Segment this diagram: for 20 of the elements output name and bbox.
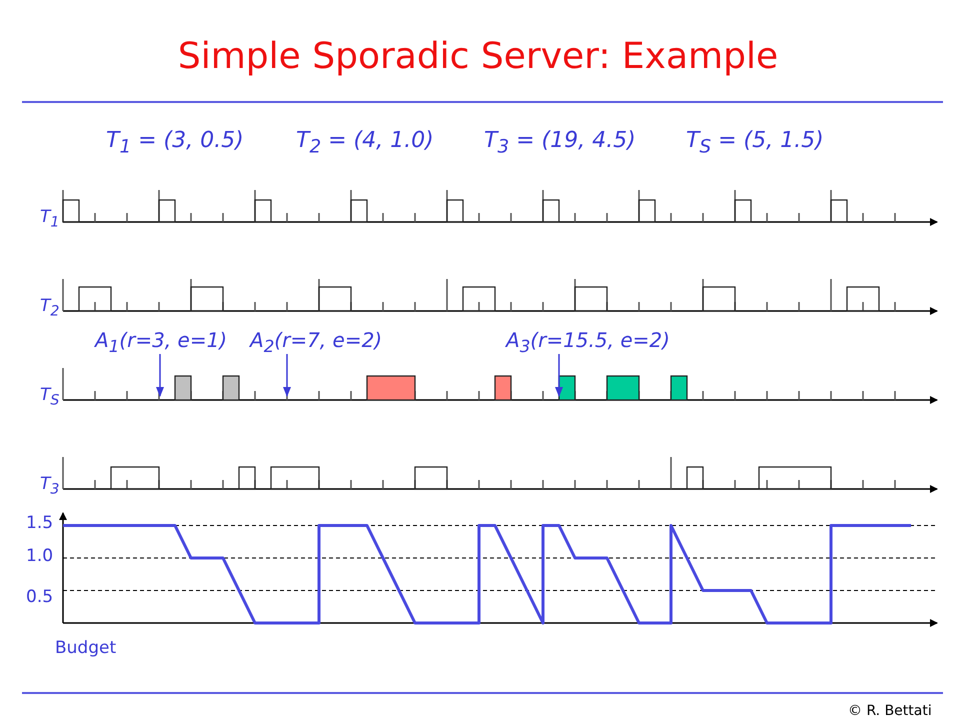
axis-tick-label: 1.0 [26, 546, 54, 566]
axis-title: Budget [55, 638, 116, 658]
row-label: T$_{2}$ [40, 296, 60, 320]
leader-arrow [283, 354, 291, 397]
leader-arrow [555, 354, 563, 397]
task-parameters: T$_{3}$ = (19, 4.5) [484, 128, 636, 158]
task-parameters: T$_{1}$ = (3, 0.5) [106, 128, 244, 158]
annotation-text: A$_{2}$(r=7, e=2) [250, 328, 382, 356]
row-label: T$_{S}$ [40, 385, 60, 408]
annotation-text: A$_{3}$(r=15.5, e=2) [506, 328, 670, 356]
copyright-note: © R. Bettati [848, 703, 932, 719]
annotation-text: A$_{1}$(r=3, e=1) [95, 328, 228, 356]
axis-tick-label: 1.5 [26, 513, 54, 533]
axis-tick-label: 0.5 [26, 587, 54, 607]
slide-title: Simple Sporadic Server: Example [176, 36, 780, 77]
leader-arrow [156, 354, 164, 397]
task-parameters: T$_{S}$ = (5, 1.5) [686, 128, 824, 158]
task-parameters: T$_{2}$ = (4, 1.0) [296, 128, 434, 158]
row-label: T$_{1}$ [40, 207, 60, 230]
row-label: T$_{3}$ [40, 474, 60, 498]
